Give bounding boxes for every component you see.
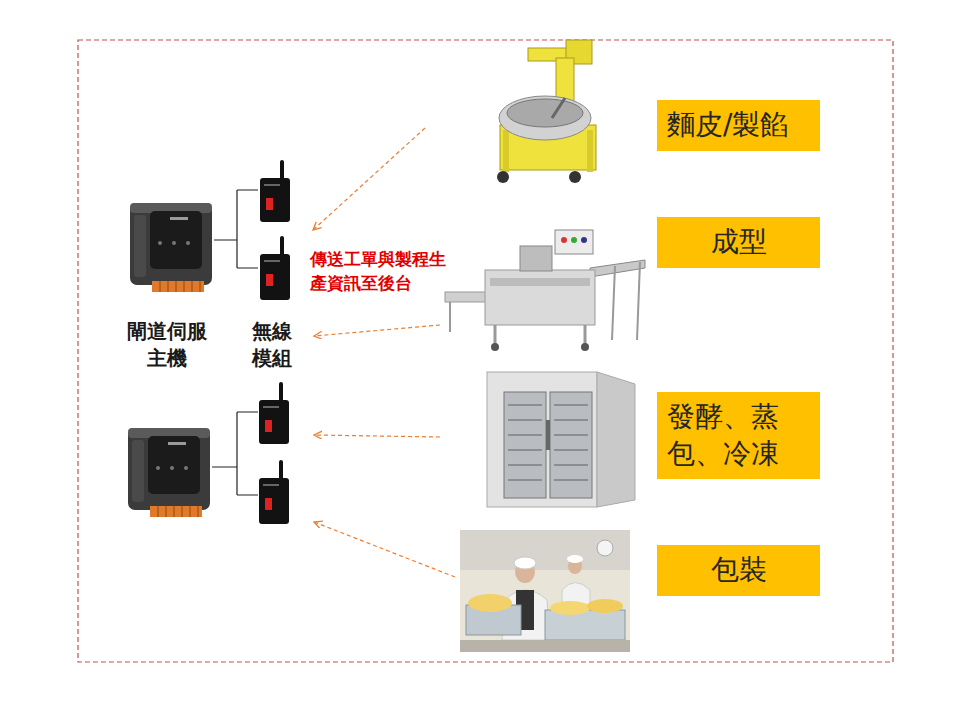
forming-machine-part [520,246,552,271]
kettle-mixer-part [499,96,591,140]
wireless-module-part [260,254,290,300]
wireless-module-part [259,478,289,524]
bracket-wire [214,190,258,268]
wireless-module [259,384,289,444]
steam-cabinet [487,372,635,507]
packing-photo-part [550,601,590,615]
forming-machine-part [494,325,497,345]
forming-machine-part [581,237,587,243]
forming-machine-part [449,302,451,332]
gateway-host [130,203,212,292]
gateway-host-part [130,203,212,285]
wireless-module-part [265,498,272,510]
wireless-module [260,162,290,222]
packing-photo [460,530,630,652]
forming-machine-part [571,237,577,243]
forming-machine-part [590,260,645,277]
forming-machine [445,230,645,351]
forming-machine-part [491,343,499,351]
dashed-arrow [314,435,440,437]
steam-cabinet-part [597,372,635,507]
gateway-host-part [158,241,162,245]
device-caption: 閘道伺服 主機 [127,318,207,372]
gateway-host-part [150,506,202,517]
gateway-host [128,428,210,517]
wireless-module [259,462,289,524]
stage-label: 包裝 [667,552,810,588]
gateway-host-part [132,440,144,502]
forming-machine-part [490,278,590,286]
steam-cabinet-part [546,420,550,450]
data-arrows [313,128,455,577]
gateway-host-part [128,428,210,510]
packing-photo-part [460,530,630,652]
annotation-text: 傳送工單與製程生 產資訊至後台 [310,248,446,296]
wireless-module-part [264,184,280,186]
forming-machine-part [584,325,587,345]
wireless-module-part [266,274,273,286]
packing-photo-part [567,555,583,563]
stage-label-box: 麵皮/製餡 [657,100,820,151]
dashed-arrow [313,128,425,230]
stage-label: 成型 [667,224,810,260]
gateway-host-part [148,436,200,494]
gateway-host-part [172,241,176,245]
gateway-host-part [134,215,146,277]
wireless-module-part [263,484,279,486]
gateway-host-part [186,241,190,245]
gateway-host-part [158,506,198,517]
forming-machine-part [561,237,567,243]
forming-machine-part [445,292,490,302]
wireless-module-part [259,400,289,444]
wireless-module-part [265,420,272,432]
kettle-mixer-part [497,171,509,183]
kettle-mixer-part [503,130,509,172]
steam-cabinet-part [487,372,597,507]
stage-label-box: 發酵、蒸 包、冷凍 [657,392,820,479]
packing-photo-part [545,610,625,640]
forming-machine-part [555,230,593,254]
gateway-host-part [184,466,188,470]
stage-label: 麵皮/製餡 [667,107,810,143]
steam-cabinet-part [504,392,546,498]
kettle-mixer [497,40,596,183]
wireless-module-part [266,198,273,210]
device-caption: 無線 模組 [252,318,292,372]
wireless-module-part [264,260,280,262]
gateway-host-part [170,466,174,470]
wireless-module [260,238,290,300]
wireless-module-part [260,178,290,222]
gateway-host-part [152,281,204,292]
kettle-mixer-part [507,99,583,127]
packing-photo-part [514,557,536,569]
dashed-arrow [314,325,440,336]
forming-machine-part [612,266,615,340]
forming-machine-part [637,262,640,340]
forming-machine-part [485,270,595,325]
packing-photo-part [468,594,512,612]
dashed-arrow [314,522,455,577]
gateway-host-part [170,217,188,220]
dashed-frame [78,40,893,662]
stage-label-box: 成型 [657,217,820,268]
kettle-mixer-part [552,98,565,118]
packing-photo-part [587,599,623,613]
gateway-host-part [168,442,186,445]
wireless-module-part [263,406,279,408]
stage-label-box: 包裝 [657,545,820,596]
bracket-wire [212,412,258,495]
gateway-host-part [156,466,160,470]
packing-photo-part [460,640,630,652]
stage-label: 發酵、蒸 包、冷凍 [667,399,810,472]
gateway-host-part [160,281,200,292]
steam-cabinet-part [550,392,592,498]
packing-photo-part [597,540,613,556]
packing-photo-part [460,530,630,570]
gateway-host-part [150,211,202,269]
forming-machine-part [581,343,589,351]
kettle-mixer-part [587,130,593,172]
steam-cabinet-part [508,405,588,480]
kettle-mixer-part [569,171,581,183]
